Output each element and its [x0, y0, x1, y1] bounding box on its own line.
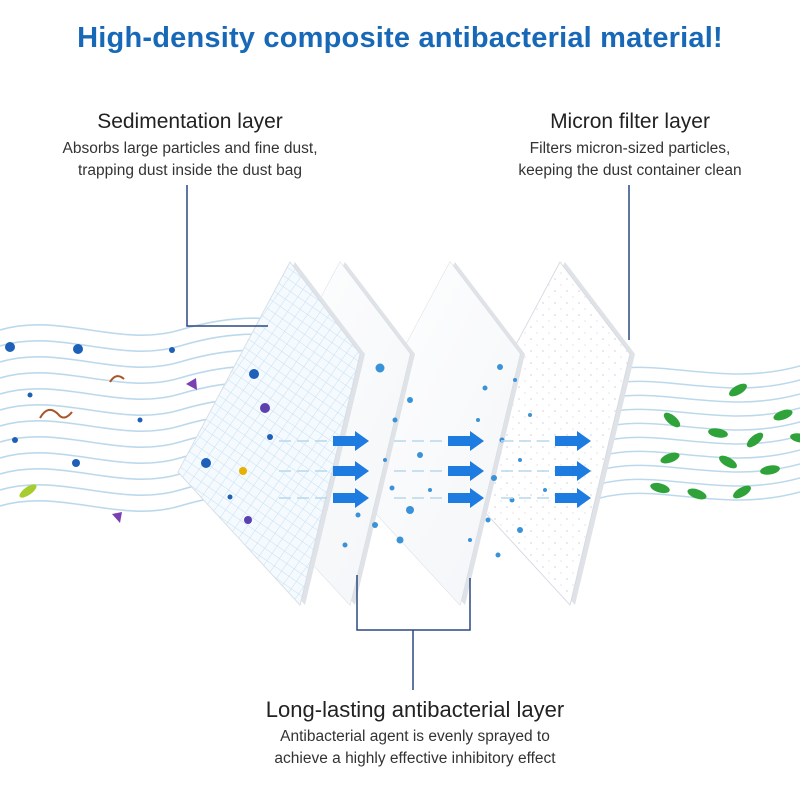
leaf: [663, 412, 681, 428]
wave-line: [599, 477, 800, 487]
micron-filter-layer: [448, 262, 630, 605]
leaf: [760, 465, 780, 475]
headline: High-density composite antibacterial mat…: [77, 22, 723, 54]
dust-particle: [72, 459, 80, 467]
sedimentation-leader: [186, 185, 268, 327]
antibacterial-desc-line-1: Antibacterial agent is evenly sprayed to: [280, 728, 550, 745]
antibacterial-desc-line-2: achieve a highly effective inhibitory ef…: [274, 750, 556, 767]
antibacterial-layer-2: [338, 262, 520, 605]
airflow-arrow: [333, 431, 369, 451]
antibacterial-title: Long-lasting antibacterial layer: [265, 697, 565, 722]
leaf: [719, 455, 737, 469]
antibacterial-dot: [485, 517, 491, 523]
antibacterial-dot: [491, 475, 497, 481]
airflow-arrow: [448, 488, 484, 508]
antibacterial-dot: [513, 378, 517, 382]
micron-title: Micron filter layer: [550, 110, 710, 133]
hair-strand: [39, 408, 73, 419]
antibacterial-dot: [482, 385, 488, 391]
antibacterial-dots: [342, 363, 547, 558]
dust-particle: [12, 437, 18, 443]
hair-strand: [109, 375, 125, 383]
antibacterial-dot: [383, 458, 387, 462]
sedimentation-layer-tint: [178, 262, 360, 605]
sedimentation-title: Sedimentation layer: [97, 110, 283, 133]
leaf: [729, 383, 747, 397]
leaf: [650, 482, 670, 494]
sedimentation-desc-line-1: Absorbs large particles and fine dust,: [62, 140, 318, 157]
leaf: [733, 485, 751, 499]
leaf: [773, 409, 793, 421]
wave-line: [599, 393, 800, 403]
wave-line: [599, 379, 800, 389]
dust-particle: [137, 417, 143, 423]
micron-description: Filters micron-sized particles, keeping …: [470, 138, 790, 182]
airflow-arrow: [333, 461, 369, 481]
dust-particle: [169, 347, 175, 353]
airflow-waves-right: [599, 365, 800, 501]
airflow-arrow: [555, 461, 591, 481]
airflow-arrow: [448, 461, 484, 481]
debris-fragment: [112, 512, 122, 523]
antibacterial-dot: [497, 364, 503, 370]
antibacterial-dot: [389, 485, 395, 491]
antibacterial-dot: [342, 542, 348, 548]
sedimentation-description: Absorbs large particles and fine dust, t…: [20, 138, 360, 182]
leaf: [790, 433, 800, 443]
antibacterial-leader: [356, 575, 471, 690]
antibacterial-dot: [528, 413, 532, 417]
wave-line: [599, 435, 800, 445]
dust-particle: [27, 392, 33, 398]
filter-layers: [177, 261, 635, 607]
leader-lines: [186, 185, 630, 690]
antibacterial-dot: [407, 397, 413, 403]
debris-fragment: [186, 378, 197, 390]
airflow-arrow: [555, 488, 591, 508]
dust-particles: [5, 342, 273, 524]
sedimentation-layer: [178, 262, 360, 605]
airflow-arrows: [279, 431, 591, 508]
antibacterial-dot: [476, 418, 480, 422]
antibacterial-dot: [517, 527, 523, 533]
dust-particle: [5, 342, 15, 352]
antibacterial-dot: [355, 512, 361, 518]
antibacterial-dot: [468, 538, 472, 542]
airflow-arrow: [555, 431, 591, 451]
wave-line: [599, 421, 800, 431]
sedimentation-desc-line-2: trapping dust inside the dust bag: [77, 162, 303, 179]
leaf: [660, 452, 680, 464]
dust-particle: [201, 458, 211, 468]
airflow-arrow: [333, 488, 369, 508]
antibacterial-dot: [495, 552, 501, 558]
micron-desc-line-1: Filters micron-sized particles,: [529, 140, 731, 157]
dust-particle: [260, 403, 270, 413]
wave-line: [599, 449, 800, 459]
leaf: [708, 428, 728, 438]
antibacterial-dot: [543, 488, 547, 492]
antibacterial-dot: [518, 458, 522, 462]
debris-leaf: [19, 484, 37, 498]
clean-leaves: [650, 383, 800, 500]
micron-desc-line-2: keeping the dust container clean: [518, 162, 742, 179]
dust-particle: [267, 434, 273, 440]
airflow-arrow: [448, 431, 484, 451]
antibacterial-dot: [375, 363, 385, 373]
antibacterial-dot: [396, 536, 404, 544]
dust-particle: [244, 516, 252, 524]
wave-line: [599, 407, 800, 417]
antibacterial-description: Antibacterial agent is evenly sprayed to…: [200, 726, 630, 770]
leaf: [746, 432, 764, 448]
antibacterial-dot: [372, 522, 378, 528]
leaf: [687, 488, 707, 500]
antibacterial-dot: [406, 506, 414, 514]
dust-particle: [227, 494, 233, 500]
wave-line: [599, 491, 800, 501]
dust-particle: [249, 369, 259, 379]
antibacterial-dot: [428, 488, 432, 492]
dust-particle: [239, 467, 247, 475]
dust-particle: [73, 344, 83, 354]
antibacterial-dot: [417, 452, 423, 458]
antibacterial-dot: [392, 417, 398, 423]
